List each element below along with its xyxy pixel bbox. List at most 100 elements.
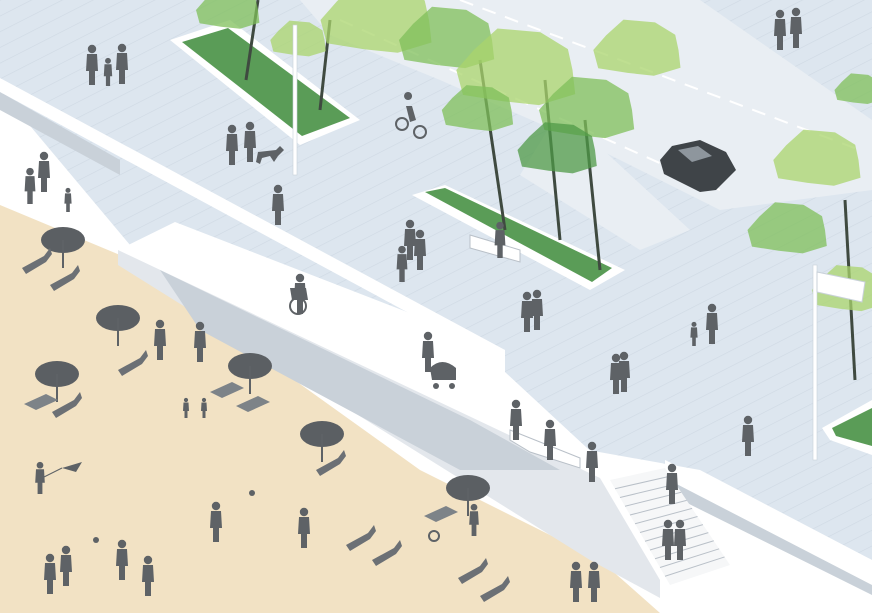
person-icon — [521, 291, 533, 332]
tree-canopy — [747, 202, 827, 254]
umbrella-icon — [300, 421, 344, 462]
person-icon — [404, 219, 416, 260]
stroller-icon — [430, 362, 456, 389]
tree-canopy — [196, 0, 260, 29]
parapet-wall — [665, 460, 872, 585]
light-pole — [292, 24, 298, 176]
person-icon — [469, 503, 479, 536]
person-icon — [666, 463, 678, 504]
parapet-face — [665, 478, 872, 595]
tree-canopy — [539, 76, 635, 139]
lounger-icon — [458, 558, 488, 584]
planter-top-left — [170, 20, 360, 145]
beach-loungers — [22, 248, 510, 602]
tree-canopy — [834, 73, 872, 104]
sand-beach — [0, 120, 660, 613]
tree-canopy — [399, 6, 495, 69]
kite-string — [41, 467, 63, 479]
lounger-icon — [372, 540, 402, 566]
person-icon — [414, 229, 426, 270]
seawall-face — [0, 92, 120, 175]
person-icon — [60, 545, 72, 586]
person-icon — [298, 507, 310, 548]
person-icon — [38, 151, 50, 192]
person-icon — [44, 553, 56, 594]
flag-icon — [816, 271, 866, 303]
person-icon — [586, 441, 598, 482]
lounger-icon — [480, 576, 510, 602]
tree-canopy — [773, 129, 861, 186]
person-icon — [588, 561, 600, 602]
person-icon — [610, 353, 622, 394]
person-icon — [422, 331, 434, 372]
person-icon — [774, 9, 786, 50]
person-icon — [790, 7, 802, 48]
car-icon — [660, 140, 736, 192]
wheelchair-icon — [289, 288, 308, 315]
seawall-top — [0, 78, 505, 365]
person-icon — [210, 501, 222, 542]
beach-towel — [24, 394, 58, 410]
person-icon — [154, 319, 166, 360]
lane-markings — [339, 0, 861, 191]
person-icon — [662, 519, 674, 560]
dog-icon — [256, 146, 284, 164]
umbrella-icon — [96, 305, 140, 346]
person-icon — [24, 167, 36, 204]
person-icon — [226, 124, 238, 165]
bicycle-icon — [395, 92, 427, 139]
planter-middle — [412, 185, 625, 290]
person-icon — [706, 303, 718, 344]
ball-icon — [93, 537, 99, 543]
person-icon — [742, 415, 754, 456]
umbrella-icon — [446, 475, 490, 516]
tree-canopy — [441, 85, 514, 132]
beach-towels — [24, 382, 458, 522]
ramp-bench — [509, 429, 581, 469]
person-icon — [674, 519, 686, 560]
person-icon — [510, 399, 522, 440]
person-icon — [570, 561, 582, 602]
ball-icon — [428, 530, 440, 542]
beach-umbrellas — [35, 227, 490, 516]
beach-towel — [236, 396, 270, 412]
ball-icon — [249, 490, 255, 496]
lounger-icon — [118, 350, 148, 376]
ramp-underside-shadow — [160, 270, 560, 470]
person-icon — [64, 187, 72, 212]
person-icon — [244, 121, 256, 162]
person-icon — [103, 57, 113, 86]
umbrella-icon — [41, 227, 85, 268]
person-icon — [142, 555, 154, 596]
person-icon — [86, 44, 98, 85]
umbrella-icon — [35, 361, 79, 402]
tree-canopy — [517, 122, 597, 174]
lounger-icon — [316, 450, 346, 476]
person-icon — [690, 321, 698, 346]
kite-icon — [62, 462, 82, 472]
person-icon — [201, 397, 207, 418]
lounger-icon — [346, 525, 376, 551]
person-icon — [531, 289, 543, 330]
person-icon — [194, 321, 206, 362]
person-icon — [272, 184, 284, 225]
people-figures — [24, 7, 802, 602]
person-icon — [544, 419, 556, 460]
beach-towel — [210, 382, 244, 398]
tree-canopy — [456, 28, 576, 106]
tree-canopy — [593, 19, 681, 76]
flag-pole — [812, 264, 818, 461]
person-icon — [116, 43, 128, 84]
lounger-icon — [52, 392, 82, 418]
lounger-icon — [50, 265, 80, 291]
lounger-icon — [22, 248, 52, 274]
planter-right — [822, 400, 872, 455]
tree-canopy — [270, 20, 326, 57]
tree-canopies — [196, 0, 872, 381]
person-icon — [183, 397, 189, 418]
umbrella-icon — [228, 353, 272, 394]
person-icon — [116, 539, 128, 580]
beach-towel — [424, 506, 458, 522]
